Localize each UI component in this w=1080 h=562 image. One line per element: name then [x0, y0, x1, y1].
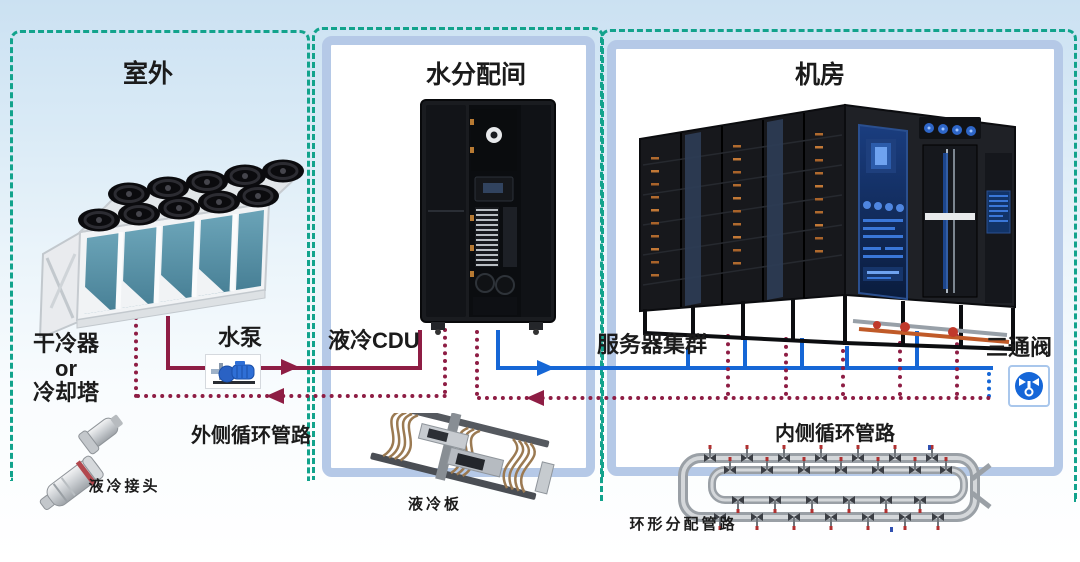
inner-return-drop-2: [784, 337, 788, 396]
server-cluster-label: 服务器集群: [596, 332, 707, 357]
cdu-label: 液冷CDU: [328, 328, 420, 353]
pump-icon: [211, 361, 255, 384]
cdu-illustration: [420, 99, 556, 335]
three-way-valve-box: [1008, 365, 1050, 407]
quick-connector-label: 液冷接头: [88, 478, 161, 495]
dry-cooler-label: 干冷器 or 冷却塔: [26, 331, 106, 406]
cold-plate-label: 液冷板: [407, 496, 462, 513]
three-way-valve-label: 三通阀: [985, 335, 1052, 360]
pump-box: [205, 354, 261, 389]
inner-supply-line-vertical-cdu: [496, 330, 500, 370]
outer-supply-line-vertical-cooler: [166, 316, 170, 368]
zone-machine-room-label: 机房: [794, 61, 845, 89]
three-way-valve-icon: [1015, 372, 1043, 400]
outer-return-arrow: [266, 388, 284, 404]
inner-loop-label: 内侧循环管路: [775, 423, 895, 445]
ring-manifold-label: 环形分配管路: [629, 516, 738, 533]
zone-outdoor: [10, 30, 310, 481]
inner-supply-arrow: [537, 360, 555, 376]
outer-return-line-vertical-cdu: [443, 328, 447, 394]
inner-return-drop-4: [898, 341, 902, 396]
inner-supply-line-horizontal: [496, 366, 993, 370]
inner-return-drop-5: [955, 334, 959, 396]
inner-supply-drop-5: [915, 331, 919, 366]
server-cluster-illustration: [639, 103, 1016, 351]
ring-manifold-illustration: [678, 444, 992, 532]
dry-cooler-label-line1: 干冷器: [32, 331, 99, 356]
cold-plate-illustration: [370, 413, 555, 500]
outer-supply-line-vertical-cdu: [418, 330, 422, 370]
inner-return-line-vertical-cdu: [475, 330, 479, 396]
inner-return-drop-3: [841, 349, 845, 396]
inner-return-line-horizontal: [477, 396, 991, 400]
zone-machine-room: [600, 29, 1077, 502]
inner-supply-drop-3: [800, 338, 804, 366]
three-way-valve-connector-line: [987, 372, 991, 398]
dry-cooler-label-line2: or: [55, 355, 77, 381]
zone-outdoor-label: 室外: [122, 60, 173, 88]
zone-water-room-label: 水分配间: [425, 61, 526, 89]
outer-return-line-vertical-cooler: [134, 316, 138, 398]
outer-supply-arrow: [281, 359, 299, 375]
dry-cooler-label-line3: 冷却塔: [32, 380, 99, 406]
inner-supply-drop-1: [686, 348, 690, 366]
inner-supply-drop-4: [845, 346, 849, 366]
pump-label: 水泵: [217, 325, 262, 350]
inner-return-drop-1: [726, 334, 730, 396]
inner-supply-drop-2: [743, 336, 747, 366]
outer-loop-label: 外侧循环管路: [191, 425, 311, 447]
inner-return-arrow: [526, 390, 544, 406]
quick-connector-illustration: [39, 414, 123, 510]
dry-cooler-illustration: [38, 158, 306, 338]
outer-return-line-horizontal: [136, 394, 447, 398]
